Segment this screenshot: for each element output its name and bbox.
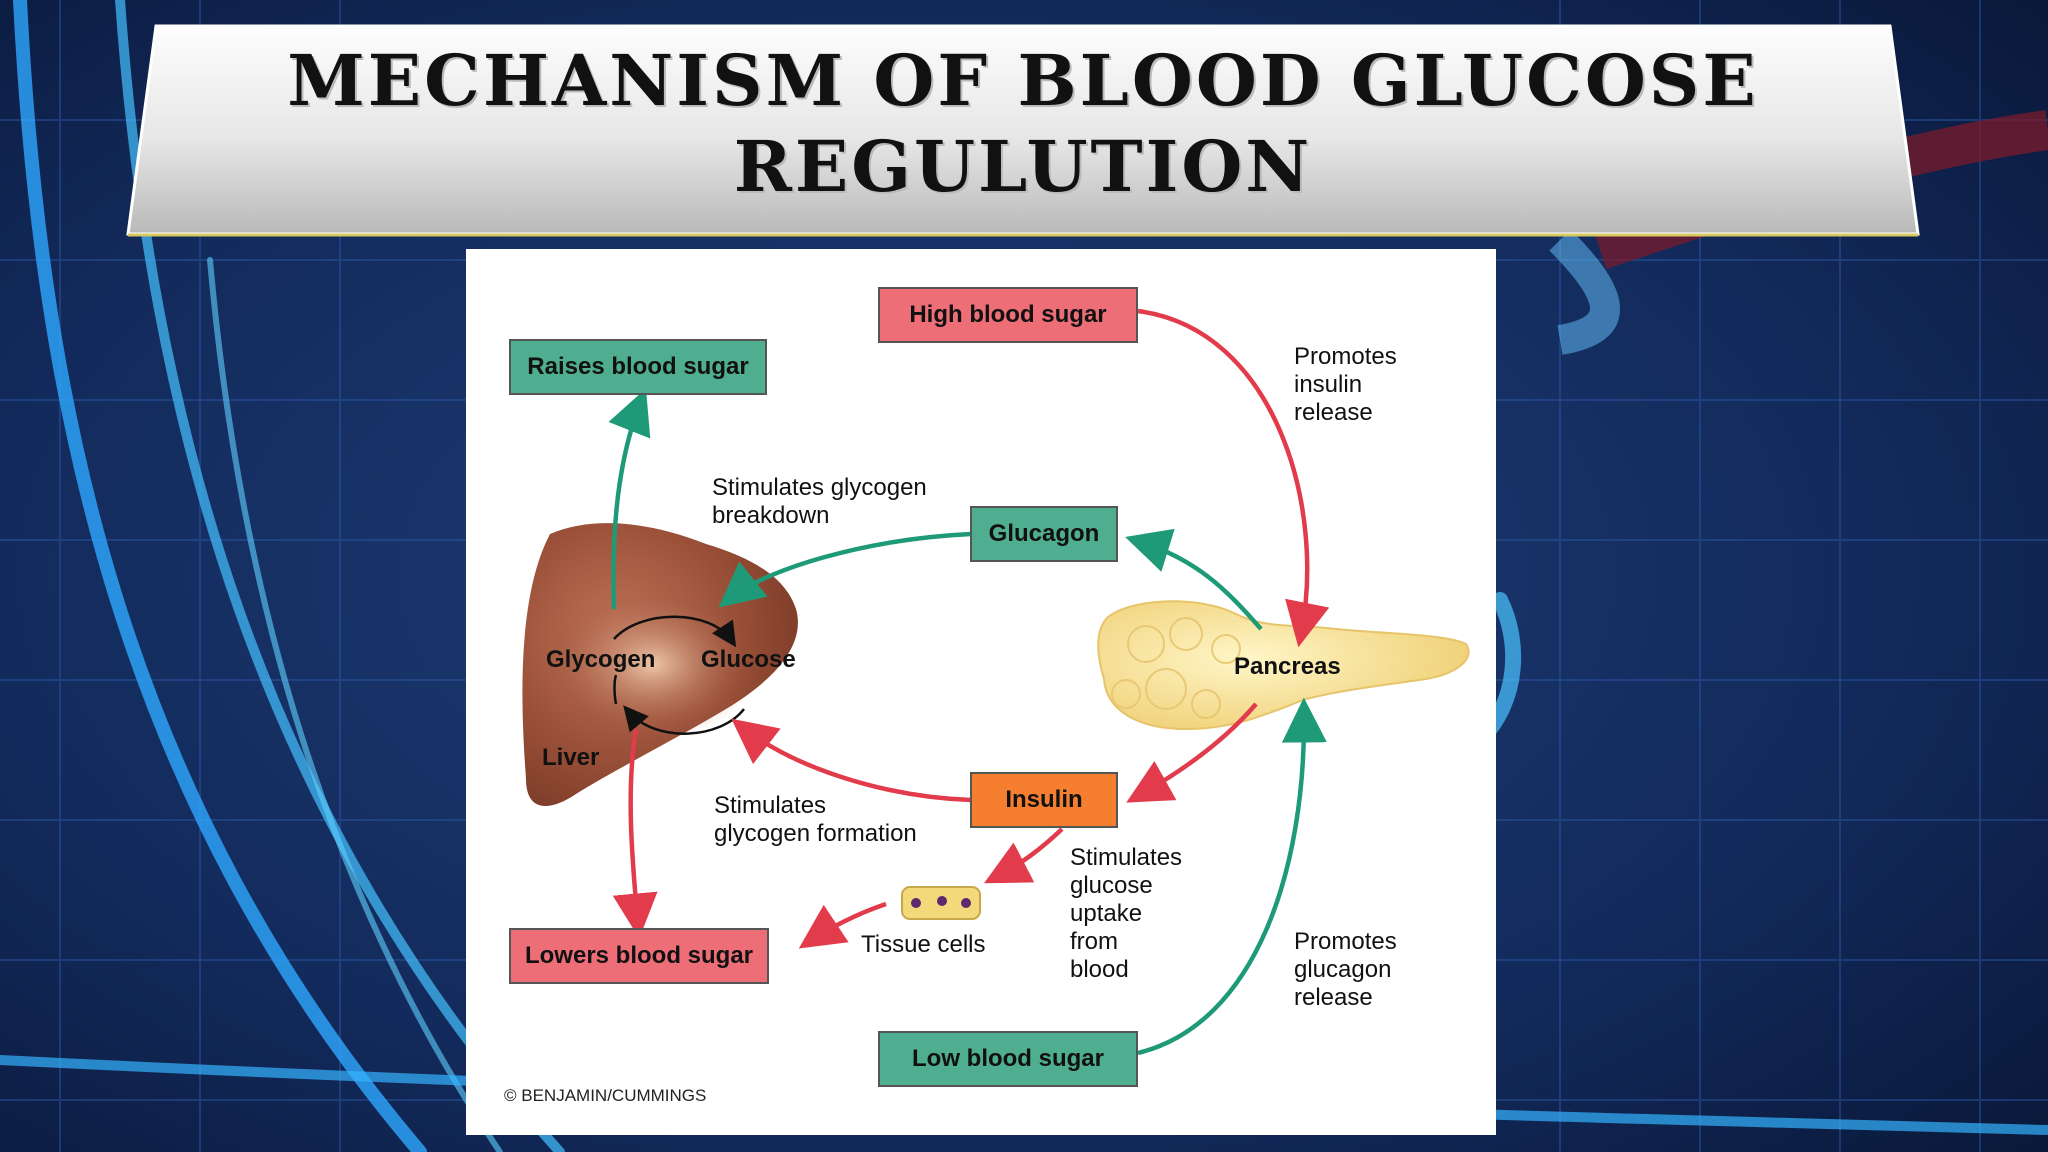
liver-label: Liver	[542, 744, 600, 771]
lowers-blood-sugar-box: Lowers blood sugar	[509, 928, 769, 984]
stimulates-uptake-label: Stimulates glucose uptake from blood	[1070, 844, 1183, 983]
slide-title: Mechanism of blood glucose regulution	[287, 39, 1759, 208]
glucose-label: Glucose	[701, 646, 796, 673]
stimulates-breakdown-label: Stimulates glycogen breakdown	[712, 474, 927, 529]
glycogen-label: Glycogen	[546, 646, 656, 673]
tissue-cells-label: Tissue cells	[861, 931, 986, 958]
diagram-panel: High blood sugar Raises blood sugar Gluc…	[466, 249, 1496, 1135]
low-blood-sugar-box: Low blood sugar	[878, 1031, 1138, 1087]
insulin-box: Insulin	[970, 772, 1118, 828]
promotes-glucagon-label: Promotes glucagon release	[1294, 928, 1397, 1011]
glucagon-box: Glucagon	[970, 506, 1118, 562]
promotes-insulin-label: Promotes insulin release	[1294, 343, 1397, 426]
raises-blood-sugar-box: Raises blood sugar	[509, 339, 767, 395]
copyright-credit: © BENJAMIN/CUMMINGS	[504, 1086, 707, 1105]
diagram-graphics	[522, 308, 1470, 1056]
tissue-cells	[901, 886, 981, 920]
stimulates-formation-label: Stimulates glycogen formation	[714, 792, 917, 847]
high-blood-sugar-box: High blood sugar	[878, 287, 1138, 343]
pancreas-label: Pancreas	[1234, 653, 1341, 680]
